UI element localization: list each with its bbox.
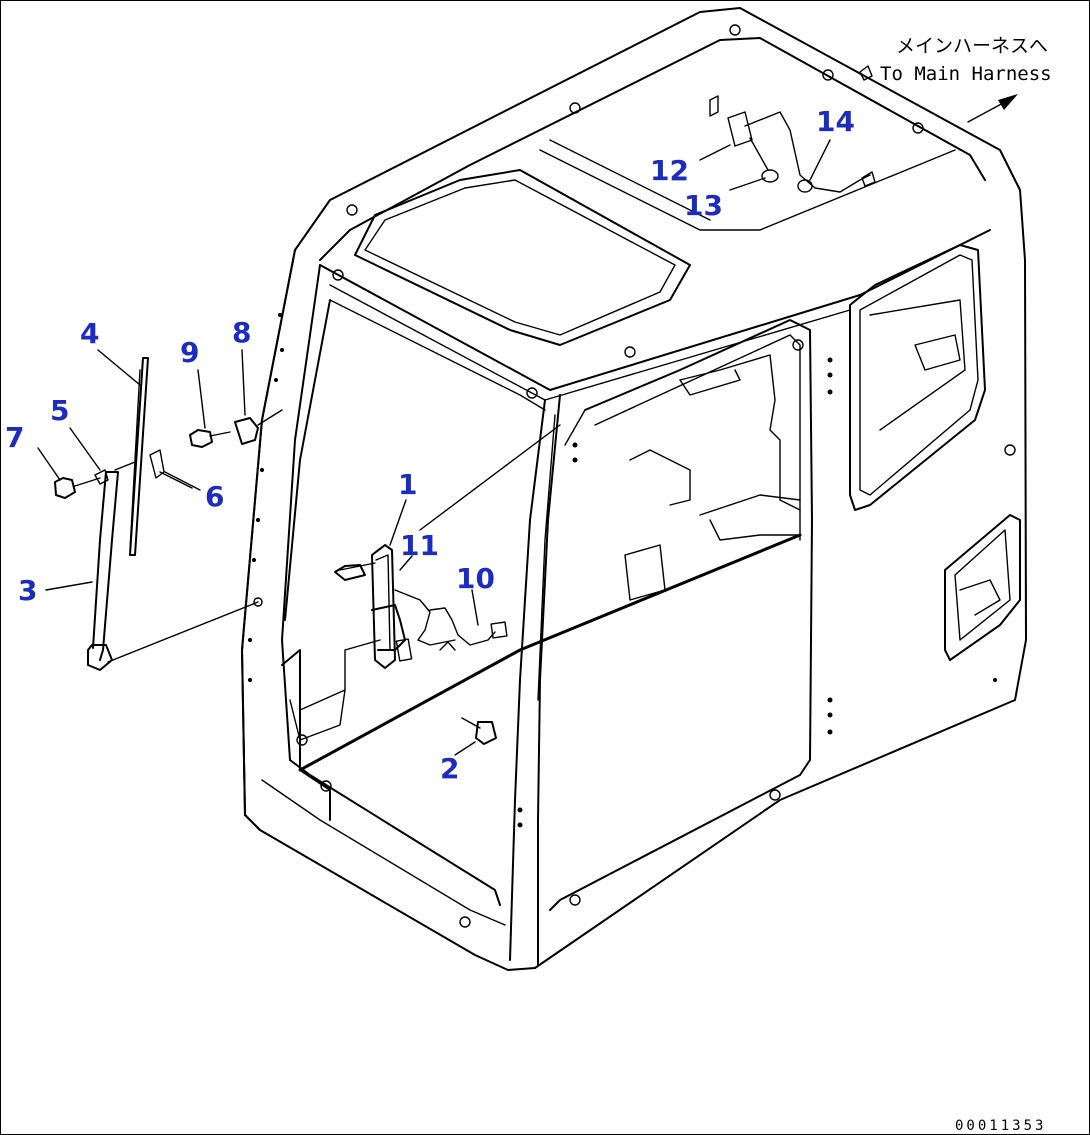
- bolt-2: [461, 717, 497, 745]
- callout-6: 6: [205, 480, 224, 513]
- callout-10: 10: [456, 562, 495, 595]
- cap-8-9: [189, 409, 283, 448]
- callout-8: 8: [232, 316, 251, 349]
- callout-2: 2: [440, 752, 459, 785]
- side-door: [549, 244, 1021, 911]
- clip-6: [149, 449, 193, 489]
- harness-note-jp: メインハーネスへ: [896, 35, 1048, 57]
- wiper-harness: [429, 607, 508, 651]
- cab-body: [241, 7, 1027, 971]
- callout-12: 12: [650, 154, 689, 187]
- wiper-motor: [334, 544, 456, 669]
- harness-note: メインハーネスへ To Main Harness: [880, 35, 1052, 85]
- callout-3: 3: [18, 574, 37, 607]
- callout-13: 13: [684, 189, 723, 222]
- callout-4: 4: [80, 317, 99, 350]
- roof-harness: [709, 65, 1018, 193]
- harness-note-en: To Main Harness: [880, 63, 1052, 85]
- figure-code: 00011353: [955, 1118, 1046, 1134]
- wiper-arm: [87, 471, 259, 671]
- callout-1: 1: [398, 468, 417, 501]
- leader-lines: [37, 139, 831, 756]
- callout-7: 7: [5, 421, 24, 454]
- callout-14: 14: [816, 105, 855, 138]
- wiper-blade: [114, 357, 149, 556]
- callouts: 1 2 3 4 5 6 7 8 9 10 11 12 13 14: [5, 105, 855, 785]
- front-window-frame: [241, 249, 802, 966]
- nut-7: [54, 469, 109, 499]
- callout-11: 11: [400, 529, 439, 562]
- callout-9: 9: [180, 336, 199, 369]
- callout-5: 5: [50, 394, 69, 427]
- rivets: [248, 24, 1016, 928]
